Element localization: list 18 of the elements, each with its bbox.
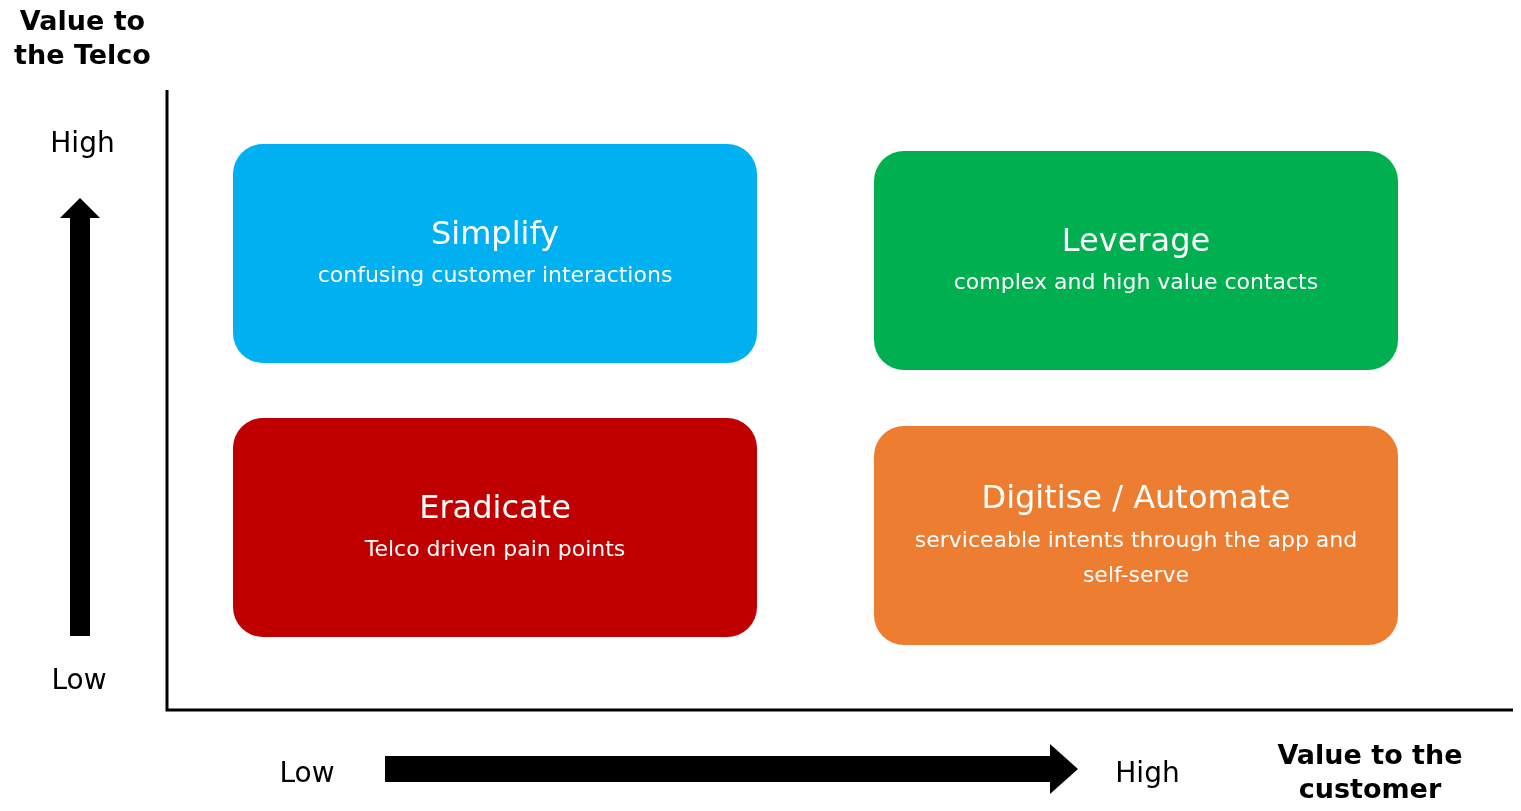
quadrant-title: Simplify <box>430 214 560 252</box>
quadrant-box <box>233 418 757 637</box>
quadrant-description: serviceable intents through the app and self-serve <box>913 525 1359 589</box>
quadrant-description: Telco driven pain points <box>364 535 626 564</box>
quadrant-title: Digitise / Automate <box>981 478 1291 516</box>
axis-title: Value to the Telco <box>13 4 152 72</box>
quadrant-box <box>874 151 1398 370</box>
quadrant-title: Eradicate <box>419 488 571 526</box>
axis-title: Value to the customer <box>1276 738 1464 806</box>
axis-label: High <box>49 125 116 160</box>
quadrant-box <box>874 426 1398 645</box>
axis-label: Low <box>50 662 108 697</box>
axis-label: Low <box>278 755 336 790</box>
axis-label: High <box>1114 755 1181 790</box>
quadrant-description: confusing customer interactions <box>317 261 673 290</box>
quadrant-title: Leverage <box>1061 221 1211 259</box>
quadrant-box <box>233 144 757 363</box>
quadrant-description: complex and high value contacts <box>953 268 1319 297</box>
